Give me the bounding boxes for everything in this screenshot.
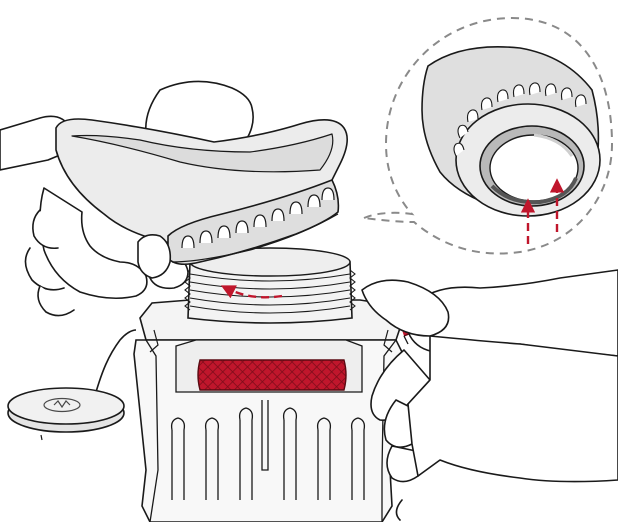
right-hand-icon <box>362 270 618 520</box>
left-hand-fingertips <box>138 235 170 278</box>
detail-callout-icon <box>364 18 612 254</box>
lens-cap-icon <box>8 330 136 440</box>
lens-cap-top <box>8 388 124 424</box>
red-knurled-dial-icon <box>198 360 346 390</box>
tether-cord <box>96 330 136 392</box>
rubber-eyecup-icon <box>56 119 347 264</box>
